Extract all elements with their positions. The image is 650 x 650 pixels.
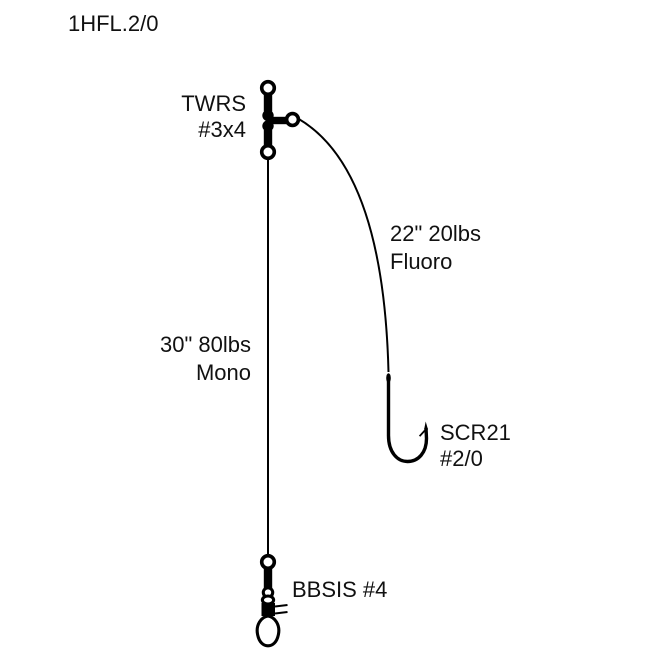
swivel-lower-barrel bbox=[263, 130, 273, 146]
three-way-swivel-icon bbox=[259, 79, 301, 161]
top-swivel-label-line1: TWRS bbox=[181, 91, 246, 116]
main-line-label: 30" 80lbs Mono bbox=[160, 331, 251, 387]
snap-loop bbox=[255, 614, 281, 648]
dropper-line-label-line2: Fluoro bbox=[390, 249, 453, 274]
snap-clasp-tab-upper bbox=[274, 604, 288, 608]
snap-body bbox=[261, 603, 275, 616]
diagram-title: 1HFL.2/0 bbox=[68, 11, 159, 36]
hook-shank-bend bbox=[386, 375, 429, 464]
swivel-side-eye bbox=[284, 111, 301, 128]
snap-clasp-tab-lower bbox=[274, 611, 288, 615]
hook-point bbox=[424, 421, 428, 430]
swivel-top-eye bbox=[259, 79, 277, 97]
dropper-line-label: 22" 20lbs Fluoro bbox=[390, 220, 481, 276]
hook-label-line1: SCR21 bbox=[440, 420, 511, 445]
snap-collar bbox=[260, 594, 276, 606]
snap-swivel-top-eye bbox=[259, 553, 277, 571]
top-swivel-label-line2: #3x4 bbox=[198, 117, 246, 142]
hook-icon bbox=[386, 373, 429, 464]
swivel-side-arm bbox=[270, 116, 287, 125]
swivel-upper-barrel bbox=[263, 94, 273, 112]
swivel-bottom-eye bbox=[259, 143, 277, 161]
main-line-label-line1: 30" 80lbs bbox=[160, 332, 251, 357]
hook-label: SCR21 #2/0 bbox=[440, 420, 511, 472]
dropper-line bbox=[297, 117, 390, 373]
snap-swivel-icon bbox=[255, 553, 288, 648]
dropper-line-label-line1: 22" 20lbs bbox=[390, 221, 481, 246]
main-line-label-line2: Mono bbox=[195, 360, 251, 385]
hook-label-line2: #2/0 bbox=[440, 446, 483, 471]
hook-barb bbox=[418, 429, 426, 437]
swivel-bead-bottom bbox=[262, 120, 274, 132]
snap-label: BBSIS #4 bbox=[292, 577, 388, 602]
top-swivel-label: TWRS #3x4 bbox=[181, 91, 246, 143]
snap-swivel-barrel bbox=[263, 568, 273, 588]
swivel-bead-top bbox=[262, 109, 274, 122]
